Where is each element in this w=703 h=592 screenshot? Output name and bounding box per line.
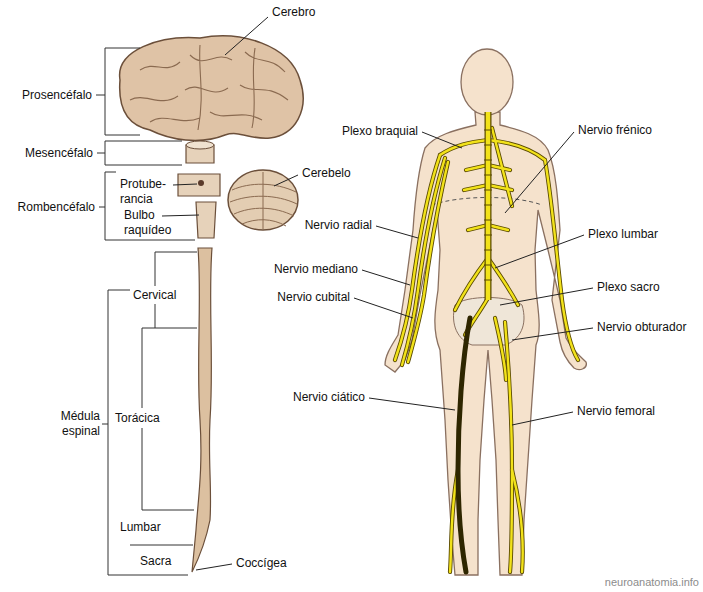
leader-line xyxy=(274,175,298,186)
structure-label: Plexo braquial xyxy=(342,124,418,139)
bracket xyxy=(102,290,188,575)
structure-label: Prosencéfalo xyxy=(22,88,92,103)
watermark: neuroanatomia.info xyxy=(605,575,699,590)
structure-label: Nervio mediano xyxy=(274,262,358,277)
structure-label: Nervio ciático xyxy=(293,390,365,405)
leader-line xyxy=(376,226,418,238)
structure-label: Mesencéfalo xyxy=(25,146,93,161)
pons-dot xyxy=(198,180,204,186)
structure-label: Rombencéfalo xyxy=(18,200,95,215)
cerebellum xyxy=(228,170,298,230)
leader-line xyxy=(354,298,413,318)
leader-line xyxy=(225,17,268,55)
structure-label: Plexo sacro xyxy=(597,280,660,295)
leader-line xyxy=(173,184,197,185)
brain-gyri xyxy=(130,45,288,130)
pelvis xyxy=(454,298,525,346)
structure-label: Nervio obturador xyxy=(597,320,686,335)
cerebrum xyxy=(120,36,304,141)
structure-label: Cervical xyxy=(133,288,176,303)
leader-line xyxy=(162,215,199,216)
brain-drawing xyxy=(120,36,304,238)
brackets xyxy=(96,48,197,575)
structure-label: Torácica xyxy=(115,411,160,426)
structure-label: Nervio femoral xyxy=(577,404,655,419)
structure-label: Nervio cubital xyxy=(277,290,350,305)
bracket xyxy=(130,545,193,546)
leader-line xyxy=(362,270,410,285)
structure-label: Cerebro xyxy=(272,5,315,20)
structure-label: Lumbar xyxy=(120,520,161,535)
bracket xyxy=(97,141,182,165)
leader-line xyxy=(495,235,584,268)
spinal-cord xyxy=(192,248,212,572)
structure-label: Sacra xyxy=(140,554,171,569)
structure-label: Nervio radial xyxy=(305,218,372,233)
structure-label: Protube- rancia xyxy=(120,177,174,207)
structure-label: Bulbo raquídeo xyxy=(124,208,180,238)
leader-line xyxy=(500,288,593,305)
leader-line xyxy=(512,328,593,340)
leader-line xyxy=(422,132,462,148)
structure-label: Plexo lumbar xyxy=(588,227,658,242)
structure-label: Médula espinal xyxy=(52,409,100,439)
medulla xyxy=(196,202,216,238)
leader-line xyxy=(369,398,455,410)
midbrain-top xyxy=(186,141,214,149)
head-outline xyxy=(461,49,513,115)
structure-label: Cerebelo xyxy=(302,166,351,181)
sciatic-nerve xyxy=(458,318,470,572)
spine xyxy=(486,112,491,300)
leader-line xyxy=(196,564,232,570)
leader-line xyxy=(505,132,574,213)
bracket xyxy=(96,48,140,135)
bracket xyxy=(99,172,195,240)
cerebellum-folia xyxy=(230,172,297,229)
body-outline xyxy=(385,112,586,575)
leader-lines xyxy=(162,17,593,570)
structure-label: Coccígea xyxy=(236,556,287,571)
structure-label: Nervio frénico xyxy=(578,123,652,138)
leader-line xyxy=(512,412,573,425)
spine-outline xyxy=(485,112,492,300)
vertebrae xyxy=(484,130,492,280)
